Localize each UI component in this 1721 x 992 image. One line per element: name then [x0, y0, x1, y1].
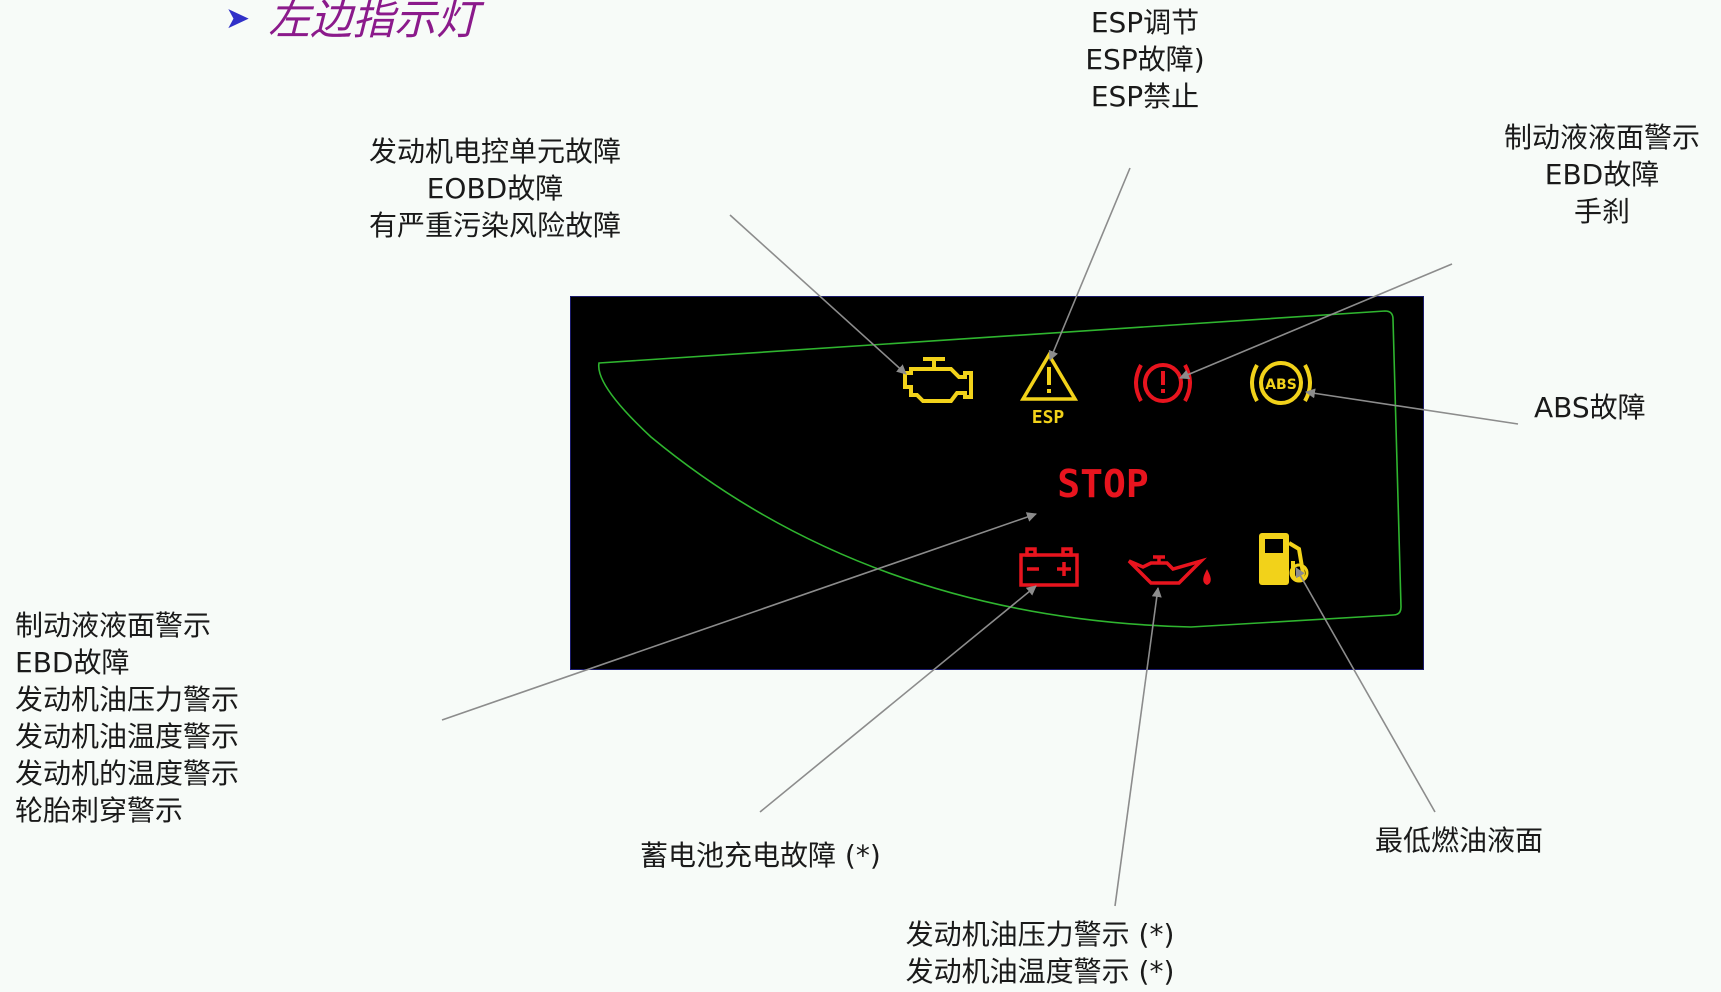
abs-icon-text: ABS [1265, 377, 1297, 393]
esp-warning-icon: ESP [1019, 351, 1079, 428]
label-stop: 制动液液面警示 EBD故障 发动机油压力警示 发动机油温度警示 发动机的温度警示… [15, 607, 239, 829]
bullet-arrow-icon: ➤ [225, 1, 251, 36]
label-line: 蓄电池充电故障 (*) [640, 839, 881, 872]
label-engine: 发动机电控单元故障 EOBD故障 有严重污染风险故障 [345, 133, 645, 244]
label-line: EBD故障 [15, 646, 130, 679]
label-line: 发动机油温度警示 [15, 720, 240, 753]
label-line: EOBD故障 [426, 172, 564, 205]
engine-warning-icon [903, 357, 973, 403]
abs-warning-icon: ABS [1250, 361, 1312, 405]
label-line: 发动机油压力警示 (*) [905, 918, 1175, 951]
label-line: ESP调节 [1090, 6, 1200, 39]
label-line: 发动机油温度警示 (*) [905, 955, 1175, 988]
label-fuel: 最低燃油液面 [1375, 822, 1543, 859]
label-line: 制动液液面警示 [15, 609, 212, 642]
label-line: ABS故障 [1534, 391, 1646, 424]
fuel-warning-icon [1259, 533, 1309, 585]
slide-title: ➤ 左边指示灯 [225, 0, 478, 47]
label-brake-right: 制动液液面警示 EBD故障 手刹 [1480, 119, 1721, 230]
label-line: 制动液液面警示 [1503, 121, 1700, 154]
label-line: 最低燃油液面 [1375, 824, 1544, 857]
label-line: 轮胎刺穿警示 [15, 794, 184, 827]
battery-warning-icon [1019, 547, 1079, 587]
label-abs: ABS故障 [1534, 389, 1646, 426]
brake-warning-icon [1134, 363, 1192, 403]
label-battery: 蓄电池充电故障 (*) [640, 837, 881, 874]
panel-graphic: ESP ABS STOP [598, 310, 1402, 628]
title-text: 左边指示灯 [268, 0, 479, 44]
instrument-panel: ESP ABS STOP [570, 296, 1424, 670]
oil-warning-icon [1127, 555, 1211, 585]
label-line: 有严重污染风险故障 [368, 209, 621, 242]
label-line: 手刹 [1573, 195, 1630, 228]
label-esp: ESP调节 ESP故障) ESP禁止 [1045, 4, 1245, 115]
label-line: EBD故障 [1544, 158, 1660, 191]
label-line: 发动机电控单元故障 [368, 135, 621, 168]
esp-icon-text: ESP [1032, 407, 1065, 428]
label-line: ESP禁止 [1090, 80, 1200, 113]
label-line: 发动机的温度警示 [15, 757, 240, 790]
label-line: ESP故障) [1085, 43, 1205, 76]
label-oil: 发动机油压力警示 (*) 发动机油温度警示 (*) [870, 916, 1210, 990]
label-line: 发动机油压力警示 [15, 683, 240, 716]
stop-warning-text: STOP [1057, 462, 1149, 506]
